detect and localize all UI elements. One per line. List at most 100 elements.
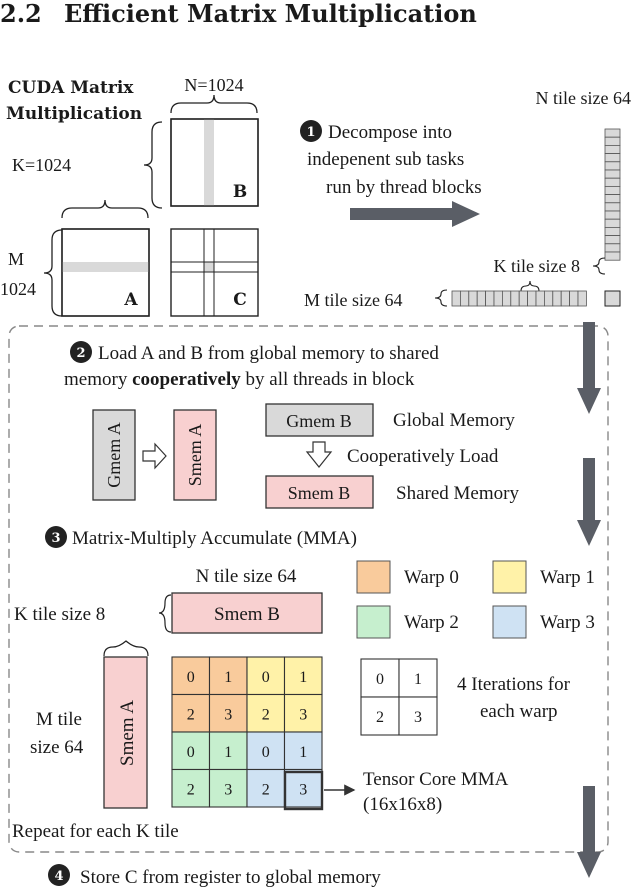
- mma-smem-a-brace: [103, 640, 149, 657]
- smem-b-label: Smem B: [288, 483, 351, 503]
- m-tile-cell: [468, 290, 478, 307]
- warp-grid-cell-label: 0: [262, 669, 270, 686]
- warp-grid-cell-label: 1: [224, 669, 232, 686]
- step2-line2: memory cooperatively by all threads in b…: [64, 369, 415, 390]
- a-top-brace: [61, 199, 149, 219]
- gmem-a-label: Gmem A: [104, 422, 124, 488]
- down-arrow-3: [577, 786, 601, 878]
- step1-line3: run by thread blocks: [326, 177, 482, 198]
- legend-swatch: [356, 605, 391, 639]
- mma-k-brace: [158, 594, 172, 633]
- matrix-b: [170, 118, 259, 207]
- warp-grid-cell-label: 0: [187, 744, 195, 761]
- step2-number: 2: [76, 346, 85, 361]
- m-tile-cell: [501, 290, 512, 307]
- matrix-a-label: A: [123, 290, 138, 310]
- n-size-label: N=1024: [184, 75, 243, 95]
- iteration-cell: [360, 696, 400, 736]
- n-tile-cell: [604, 202, 621, 212]
- m-size-label-line2: 1024: [0, 279, 36, 299]
- iterations-line2: each warp: [480, 701, 558, 722]
- mma-k-tile-label: K tile size 8: [14, 604, 105, 625]
- m-tile-cell: [510, 290, 520, 307]
- m-tile-cell: [560, 290, 571, 307]
- section-title: Efficient Matrix Multiplication: [64, 0, 477, 28]
- warp-grid-cell-label: 3: [224, 781, 232, 798]
- decompose-arrow: [350, 201, 480, 227]
- step1-badge: [300, 120, 322, 142]
- legend-label: Warp 1: [540, 567, 595, 588]
- warp-grid-cell-label: 2: [187, 781, 195, 798]
- step1-number: 1: [306, 125, 315, 140]
- warp-grid-cell: [171, 656, 211, 696]
- tensor-core-line2: (16x16x8): [363, 794, 442, 815]
- n-tile-cell: [604, 136, 621, 146]
- n-tile-cell: [604, 153, 621, 163]
- n-tile-cell: [604, 218, 621, 228]
- m-tile-cell: [493, 290, 503, 307]
- warp-grid-cell: [208, 693, 248, 733]
- legend-swatch: [492, 605, 527, 639]
- matrix-c-tile: [203, 261, 215, 273]
- m-tile-cell: [518, 290, 529, 307]
- m-brace: [43, 229, 63, 317]
- m-tile-row: [451, 290, 587, 307]
- iteration-cell-label: 2: [376, 709, 384, 726]
- n-tile-column: [604, 128, 621, 261]
- legend-label: Warp 2: [404, 612, 459, 633]
- step3-title: Matrix-Multiply Accumulate (MMA): [72, 528, 357, 549]
- k-row-brace: [520, 280, 540, 292]
- n-tile-cell: [604, 161, 621, 171]
- n-tile-cell: [604, 235, 621, 245]
- warp-grid-cell: [171, 731, 211, 771]
- step4-number: 4: [54, 869, 63, 884]
- smem-a-label: Smem A: [185, 424, 205, 487]
- step2-line2-bold: cooperatively: [132, 369, 241, 390]
- step2-line1: Load A and B from global memory to share…: [98, 343, 439, 364]
- mma-smem-a-label: Smem A: [117, 700, 138, 766]
- m-tile-cell: [552, 290, 562, 307]
- gmem-b-label: Gmem B: [286, 411, 352, 431]
- matrix-a-row-stripe: [62, 262, 149, 272]
- warp-grid-cell: [246, 693, 286, 733]
- legend-swatch: [492, 560, 527, 594]
- n-tile-cell: [604, 128, 621, 138]
- step1-line2: indepenent sub tasks: [307, 149, 464, 170]
- mma-n-tile-label: N tile size 64: [196, 566, 297, 587]
- gmem-to-smem-b-arrow: [305, 441, 333, 468]
- highlight-cell: [283, 770, 324, 811]
- step4-text: Store C from register to global memory: [80, 867, 381, 888]
- repeat-k-tile-label: Repeat for each K tile: [12, 821, 179, 842]
- legend-swatch: [356, 560, 391, 594]
- legend-label: Warp 3: [540, 612, 595, 633]
- m-tile-cell: [485, 290, 495, 307]
- mma-smem-b-label: Smem B: [214, 604, 280, 625]
- iteration-cell: [398, 696, 438, 736]
- warp-grid-cell-label: 2: [262, 706, 270, 723]
- n-tile-cell: [604, 177, 621, 187]
- mma-m-tile-line2: size 64: [30, 737, 84, 758]
- smem-b-box: [265, 475, 374, 509]
- tensor-core-line1: Tensor Core MMA: [363, 769, 509, 790]
- warp-grid-cell: [283, 656, 323, 696]
- k-brace: [143, 121, 163, 209]
- m-tile-cell: [544, 290, 554, 307]
- n-brace: [170, 94, 258, 114]
- shared-memory-label: Shared Memory: [396, 483, 519, 504]
- warp-grid-cell-label: 1: [299, 744, 307, 761]
- matrix-title-line1: CUDA Matrix: [8, 78, 134, 98]
- m-tile-cell: [451, 290, 461, 307]
- matrix-b-label: B: [233, 182, 247, 202]
- step2-line2-post: by all threads in block: [241, 369, 415, 390]
- n-tile-cell: [604, 251, 621, 261]
- down-arrow-1: [577, 322, 601, 414]
- c-tile-small: [604, 290, 621, 307]
- m-size-label-line1: M: [8, 249, 24, 269]
- n-tile-cell: [604, 210, 621, 220]
- step3-number: 3: [51, 531, 60, 546]
- m-tile-cell: [569, 290, 579, 307]
- gmem-b-box: [265, 403, 374, 437]
